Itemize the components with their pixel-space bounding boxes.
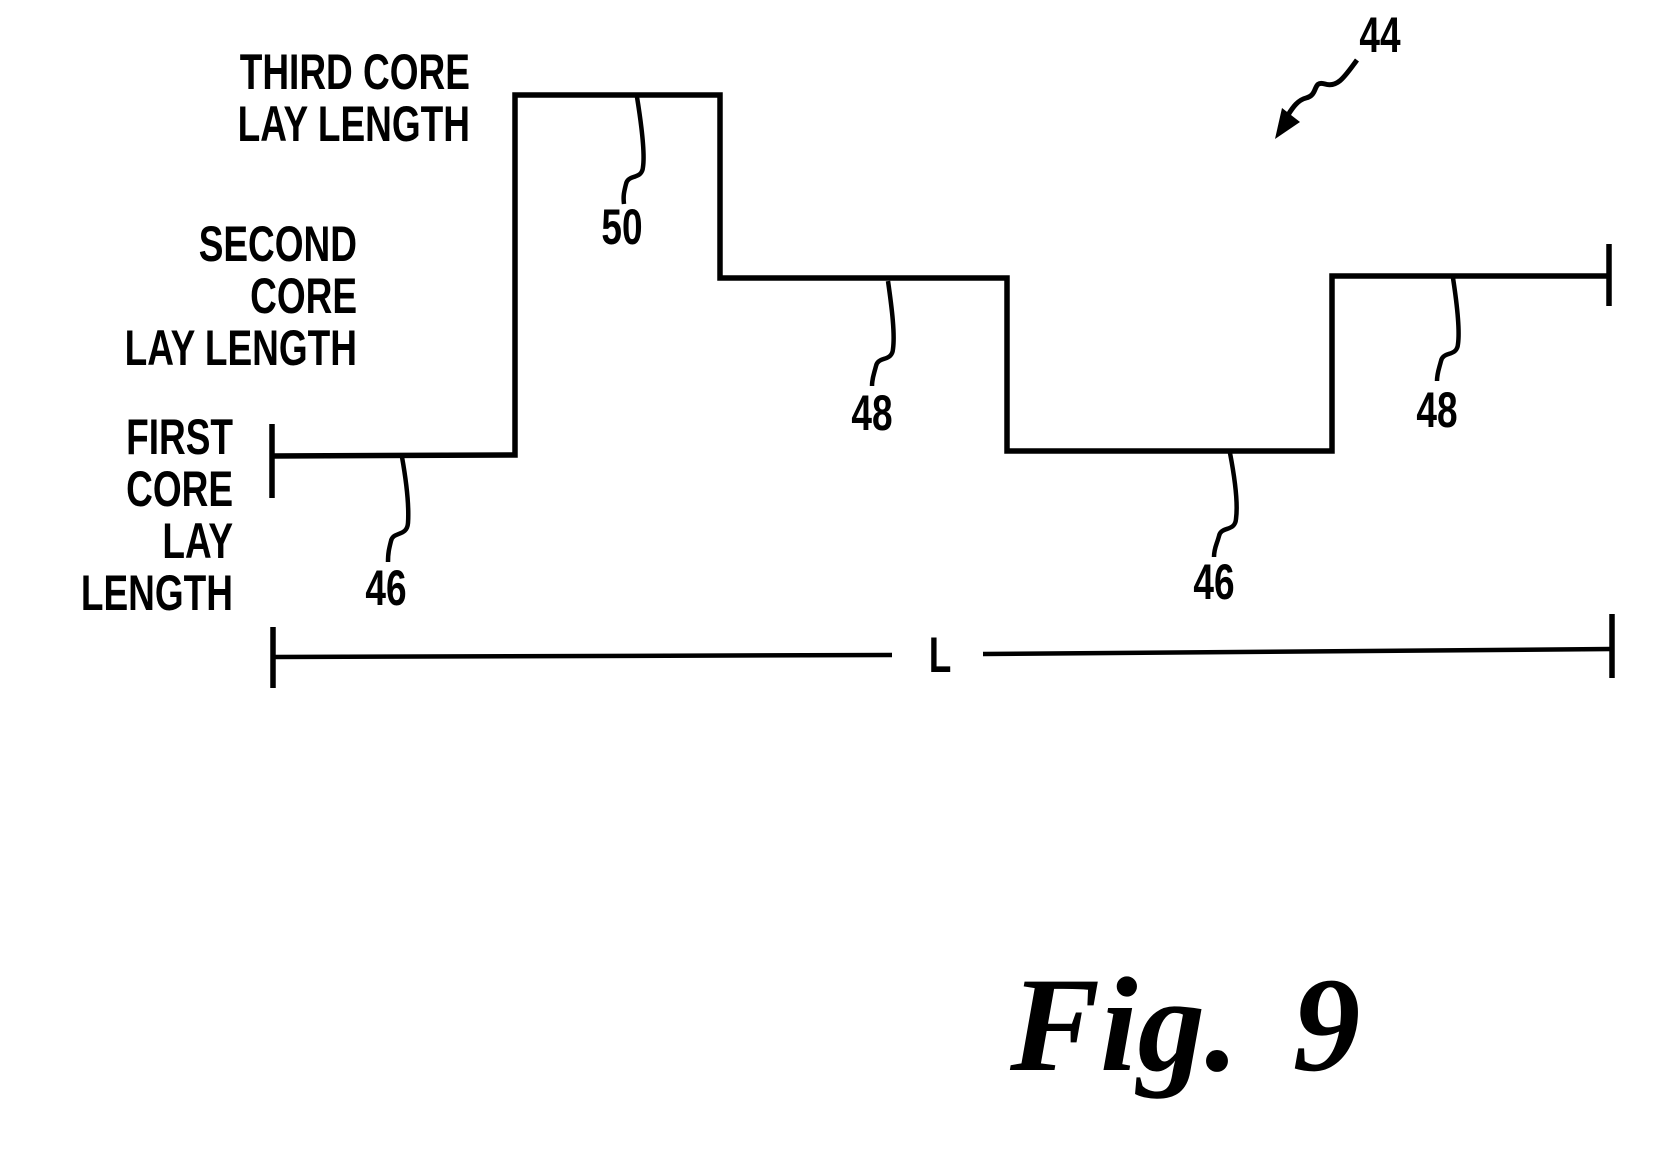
- ref-48-second-core-left: 48: [851, 385, 893, 441]
- ref-46-first-core-right: 46: [1193, 554, 1235, 610]
- label-third-core-lay-length: THIRD CORE LAY LENGTH: [237, 44, 470, 152]
- lay-length-step-profile: [271, 92, 1609, 459]
- label-second-core-lay-length: SECOND CORE LAY LENGTH: [124, 216, 357, 376]
- ref-46-first-core-left: 46: [365, 560, 407, 616]
- leader-48-right: [1434, 277, 1461, 382]
- leader-48-left: [869, 280, 896, 387]
- pointer-arrow-44-shaft: [1285, 58, 1360, 117]
- dimension-label-l: L: [928, 627, 952, 683]
- ref-50-third-core-segment: 50: [601, 199, 643, 255]
- label-first-core-lay-length: FIRST CORE LAY LENGTH: [80, 409, 233, 621]
- dimension-line-right: [982, 646, 1613, 657]
- dimension-line-left: [272, 652, 893, 660]
- ref-44-figure-pointer: 44: [1359, 7, 1401, 63]
- leader-46-right: [1211, 452, 1239, 558]
- ref-48-second-core-right: 48: [1416, 382, 1458, 438]
- leader-46-left: [385, 456, 411, 563]
- pointer-arrow-44-head: [1275, 108, 1300, 139]
- leader-50: [621, 96, 646, 205]
- figure-caption: Fig. 9: [1010, 951, 1361, 1100]
